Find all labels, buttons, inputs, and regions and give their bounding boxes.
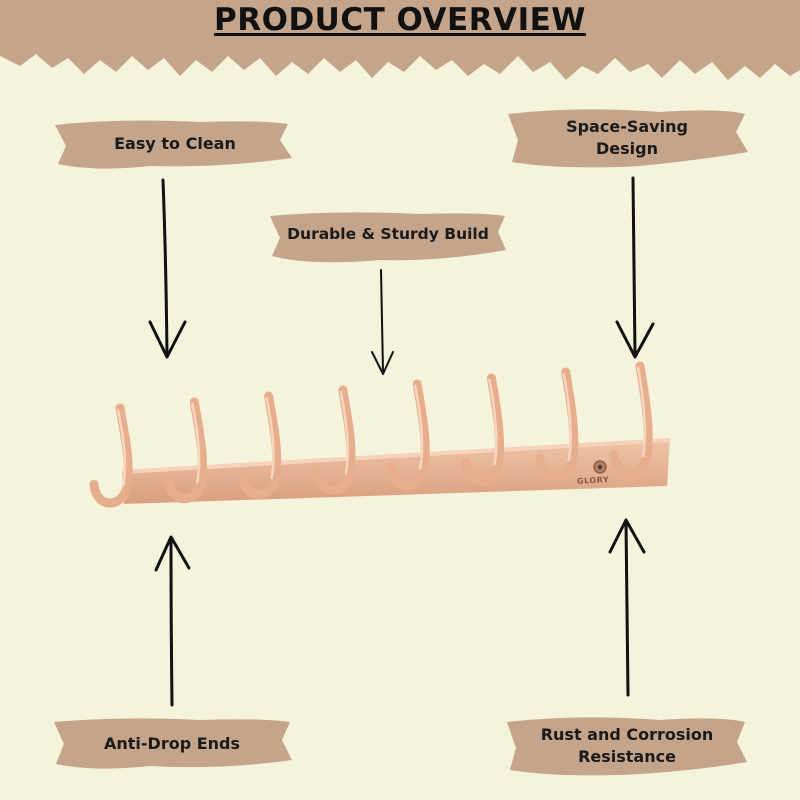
page-title: PRODUCT OVERVIEW — [214, 2, 586, 38]
label-durable-sturdy-build: Durable & Sturdy Build — [287, 224, 489, 243]
hooks-group — [89, 361, 653, 508]
brush-banner-space-saving — [508, 109, 748, 168]
brand-logo-text: GLORY — [576, 475, 610, 486]
hook — [238, 391, 282, 499]
arrow-rust — [608, 518, 646, 697]
hook-highlight — [562, 372, 572, 462]
hook-highlight — [265, 396, 275, 479]
hook-highlight — [488, 378, 498, 466]
label-easy-to-clean: Easy to Clean — [114, 134, 236, 154]
hook — [386, 379, 430, 491]
brush-banner-durable — [270, 212, 506, 263]
arrow-space-saving — [615, 176, 655, 359]
hook — [535, 367, 579, 482]
hook — [312, 385, 356, 495]
hook-highlight — [339, 390, 349, 475]
hook — [163, 397, 207, 504]
arrow-durable — [371, 269, 394, 375]
brush-banner-anti-drop — [54, 718, 292, 769]
top-brush-banner — [0, 0, 800, 80]
hook-rail-product-image — [89, 361, 670, 508]
hook — [89, 403, 133, 508]
hook-highlight — [191, 402, 201, 484]
hook-highlight — [636, 366, 647, 458]
hook — [460, 373, 505, 486]
brush-banner-easy-clean — [55, 120, 292, 169]
hook-highlight — [413, 384, 424, 471]
hook-highlight — [116, 408, 127, 488]
label-anti-drop-ends: Anti-Drop Ends — [103, 734, 241, 754]
label-rust-corrosion-resistance: Rust and Corrosion Resistance — [540, 725, 714, 766]
arrow-anti-drop — [154, 535, 191, 707]
hook-rail-top-edge — [122, 438, 670, 474]
arrow-easy-clean — [148, 178, 187, 359]
hook — [609, 361, 653, 478]
label-space-saving-design: Space-Saving Design — [566, 117, 688, 158]
brush-banner-rust — [507, 717, 747, 776]
